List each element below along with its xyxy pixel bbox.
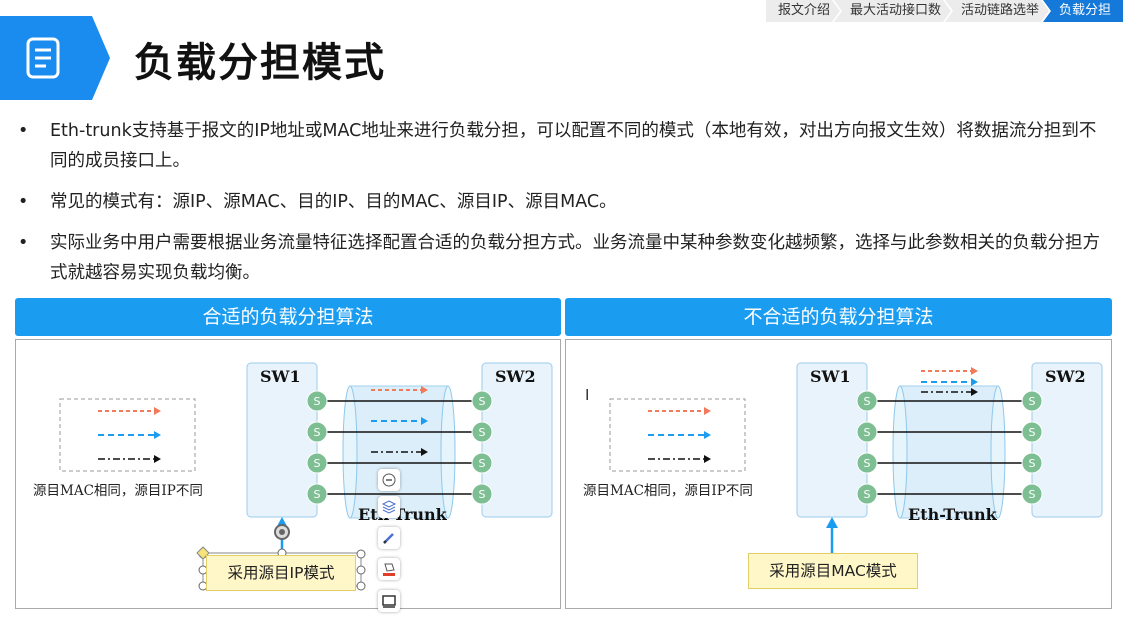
port-label: S xyxy=(314,457,321,470)
frame-icon[interactable] xyxy=(378,590,400,612)
breadcrumb: 报文介绍 最大活动接口数 活动链路选举 负载分担 xyxy=(772,0,1123,22)
switch-sw1 xyxy=(246,362,318,518)
page-title: 负载分担模式 xyxy=(134,40,386,86)
ports xyxy=(856,390,1043,505)
eth-trunk-bundle xyxy=(899,385,999,519)
breadcrumb-item-election[interactable]: 活动链路选举 xyxy=(945,0,1049,22)
switch-sw2 xyxy=(481,362,553,518)
panel-unsuitable: S S S S S S S S I 源目MAC相同，源目IP不同 SW1 SW2 Eth-T… xyxy=(565,339,1112,609)
port-label: S xyxy=(479,488,486,501)
port-label: S xyxy=(1029,457,1036,470)
eth-trunk-label: Eth-Trunk xyxy=(358,505,447,524)
legend-box xyxy=(59,398,196,472)
legend-box xyxy=(609,398,746,472)
legend-caption: 源目MAC相同，源目IP不同 xyxy=(33,483,203,499)
bullet-text: 常见的模式有：源IP、源MAC、目的IP、目的MAC、源目IP、源目MAC。 xyxy=(50,192,617,212)
port-label: S xyxy=(314,488,321,501)
bullet-marker: • xyxy=(18,233,29,253)
port-label: S xyxy=(864,457,871,470)
topology-diagram: S S S S S S S S xyxy=(609,362,1103,553)
legend-caption: 源目MAC相同，源目IP不同 xyxy=(583,483,753,499)
port-label: S xyxy=(864,426,871,439)
port-label: S xyxy=(864,395,871,408)
bullet-text: 实际业务中用户需要根据业务流量特征选择配置合适的负载分担方式。业务流量中某种参数… xyxy=(50,233,1100,283)
breadcrumb-item-intro[interactable]: 报文介绍 xyxy=(766,0,840,22)
pen-icon[interactable] xyxy=(378,527,400,549)
layers-icon[interactable] xyxy=(378,496,400,518)
panel-title-suitable: 合适的负载分担算法 xyxy=(15,298,561,336)
bullet-text: Eth-trunk支持基于报文的IP地址或MAC地址来进行负载分担，可以配置不同… xyxy=(50,121,1097,171)
port-label: S xyxy=(1029,488,1036,501)
port-label: S xyxy=(1029,426,1036,439)
port-label: S xyxy=(314,426,321,439)
eth-trunk-label: Eth-Trunk xyxy=(908,505,997,524)
ports xyxy=(306,390,493,505)
port-label: S xyxy=(479,457,486,470)
document-icon xyxy=(26,37,60,79)
sw2-label: SW2 xyxy=(495,367,536,386)
port-labels: S S S S S S S S xyxy=(864,395,1036,501)
panel-suitable: S S S S S S S S 源目MAC相同，源目IP不同 SW1 SW2 Eth-Tru… xyxy=(15,339,561,612)
port-labels: S S S S S S S S xyxy=(314,395,486,501)
bullet-item: • Eth-trunk支持基于报文的IP地址或MAC地址来进行负载分担，可以配置不… xyxy=(18,116,1113,176)
bullet-item: • 实际业务中用户需要根据业务流量特征选择配置合适的负载分担方式。业务流量中某种参… xyxy=(18,228,1113,288)
mode-label-box[interactable]: 采用源目MAC模式 xyxy=(748,553,918,589)
switch-sw1 xyxy=(796,362,868,518)
topology-diagram: S S S S S S S S xyxy=(59,362,553,591)
sw1-label: SW1 xyxy=(260,367,301,386)
bullet-item: • 常见的模式有：源IP、源MAC、目的IP、目的MAC、源目IP、源目MAC。 xyxy=(18,187,1113,217)
port-label: S xyxy=(1029,395,1036,408)
port-label: S xyxy=(479,426,486,439)
port-label: S xyxy=(864,488,871,501)
switch-sw2 xyxy=(1031,362,1103,518)
mode-label-box[interactable]: 采用源目IP模式 xyxy=(206,555,356,591)
sw2-label: SW2 xyxy=(1045,367,1086,386)
bullet-marker: • xyxy=(18,192,29,212)
bullet-list: • Eth-trunk支持基于报文的IP地址或MAC地址来进行负载分担，可以配置不… xyxy=(18,116,1113,299)
header-chevron xyxy=(86,16,110,100)
port-label: S xyxy=(479,395,486,408)
fill-icon[interactable] xyxy=(378,558,400,580)
panel-title-unsuitable: 不合适的负载分担算法 xyxy=(565,298,1112,336)
breadcrumb-item-max-ports[interactable]: 最大活动接口数 xyxy=(834,0,951,22)
bullet-marker: • xyxy=(18,121,29,141)
port-label: S xyxy=(314,395,321,408)
text-cursor-icon: I xyxy=(585,386,590,404)
minus-icon[interactable] xyxy=(378,469,400,491)
breadcrumb-item-load-balance[interactable]: 负载分担 xyxy=(1042,0,1123,22)
sw1-label: SW1 xyxy=(810,367,851,386)
